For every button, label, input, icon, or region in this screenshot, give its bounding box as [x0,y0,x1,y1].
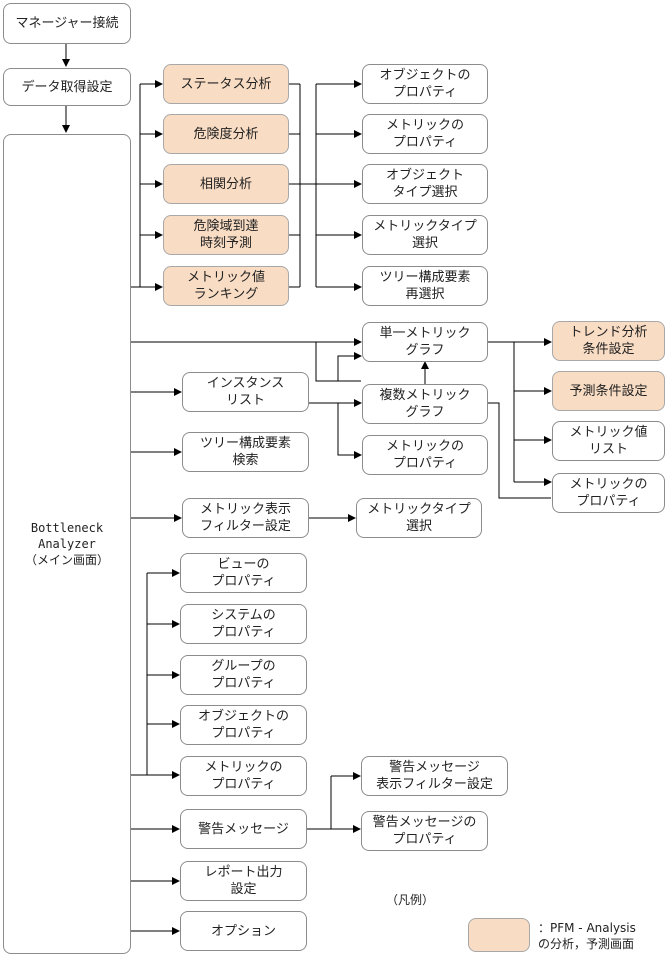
multi-metric-graph-screen: 複数メトリック グラフ [362,384,488,424]
metric-properties-screen-4: メトリックの プロパティ [180,756,307,796]
arrow-branch-to-single-graph [337,352,362,381]
trend-analysis-settings-screen: トレンド分析 条件設定 [552,321,665,361]
line-multi-graph-out [488,402,551,499]
metric-type-select-screen-2: メトリックタイプ 選択 [356,498,482,538]
legend-description: ：PFM - Analysis の分析，予測画面 [538,921,636,951]
metric-properties-screen-2: メトリックの プロパティ [362,435,488,475]
tree-reselect-screen: ツリー構成要素 再選択 [362,266,488,306]
risk-analysis-screen: 危険度分析 [163,114,289,154]
metric-properties-screen-3: メトリックの プロパティ [552,473,665,513]
line-main-to-properties-bus [131,573,148,776]
metric-type-select-screen: メトリックタイプ 選択 [362,215,488,255]
legend-swatch [468,918,530,952]
main-screen: Bottleneck Analyzer （メイン画面） [3,134,131,954]
alert-messages-screen: 警告メッセージ [180,809,307,849]
arrow-instance-to-metric-properties [337,403,362,459]
data-get-settings-screen: データ取得設定 [3,68,131,106]
group-properties-screen: グループの プロパティ [180,655,307,695]
alert-properties-screen: 警告メッセージの プロパティ [361,811,488,851]
instance-list-screen: インスタンス リスト [182,372,309,412]
system-properties-screen: システムの プロパティ [180,604,307,644]
metric-properties-screen: メトリックの プロパティ [362,114,488,154]
object-properties-screen: オブジェクトの プロパティ [362,64,488,104]
line-single-graph-branch [315,342,361,382]
risk-area-prediction-screen: 危険域到達 時刻予測 [163,215,289,255]
object-type-select-screen: オブジェクト タイプ選択 [362,164,488,204]
single-metric-graph-screen: 単一メトリック グラフ [362,322,488,362]
legend-title: （凡例） [386,893,435,907]
manager-connect-screen: マネージャー接続 [3,3,131,44]
status-analysis-screen: ステータス分析 [163,64,289,104]
metric-display-filter-screen: メトリック表示 フィルター設定 [182,498,309,538]
correlation-analysis-screen: 相関分析 [163,164,289,204]
line-main-to-analysis-bus [131,84,141,288]
tree-search-screen: ツリー構成要素 検索 [182,432,309,472]
metric-value-list-screen: メトリック値 リスト [552,421,665,461]
report-output-settings-screen: レポート出力 設定 [180,861,307,901]
options-screen: オプション [180,911,307,951]
metric-ranking-screen: メトリック値 ランキング [163,266,289,306]
object-properties-screen-2: オブジェクトの プロパティ [180,705,307,745]
alert-filter-settings-screen: 警告メッセージ 表示フィルター設定 [361,756,508,796]
view-properties-screen: ビューの プロパティ [180,553,307,593]
forecast-settings-screen: 予測条件設定 [552,371,665,411]
